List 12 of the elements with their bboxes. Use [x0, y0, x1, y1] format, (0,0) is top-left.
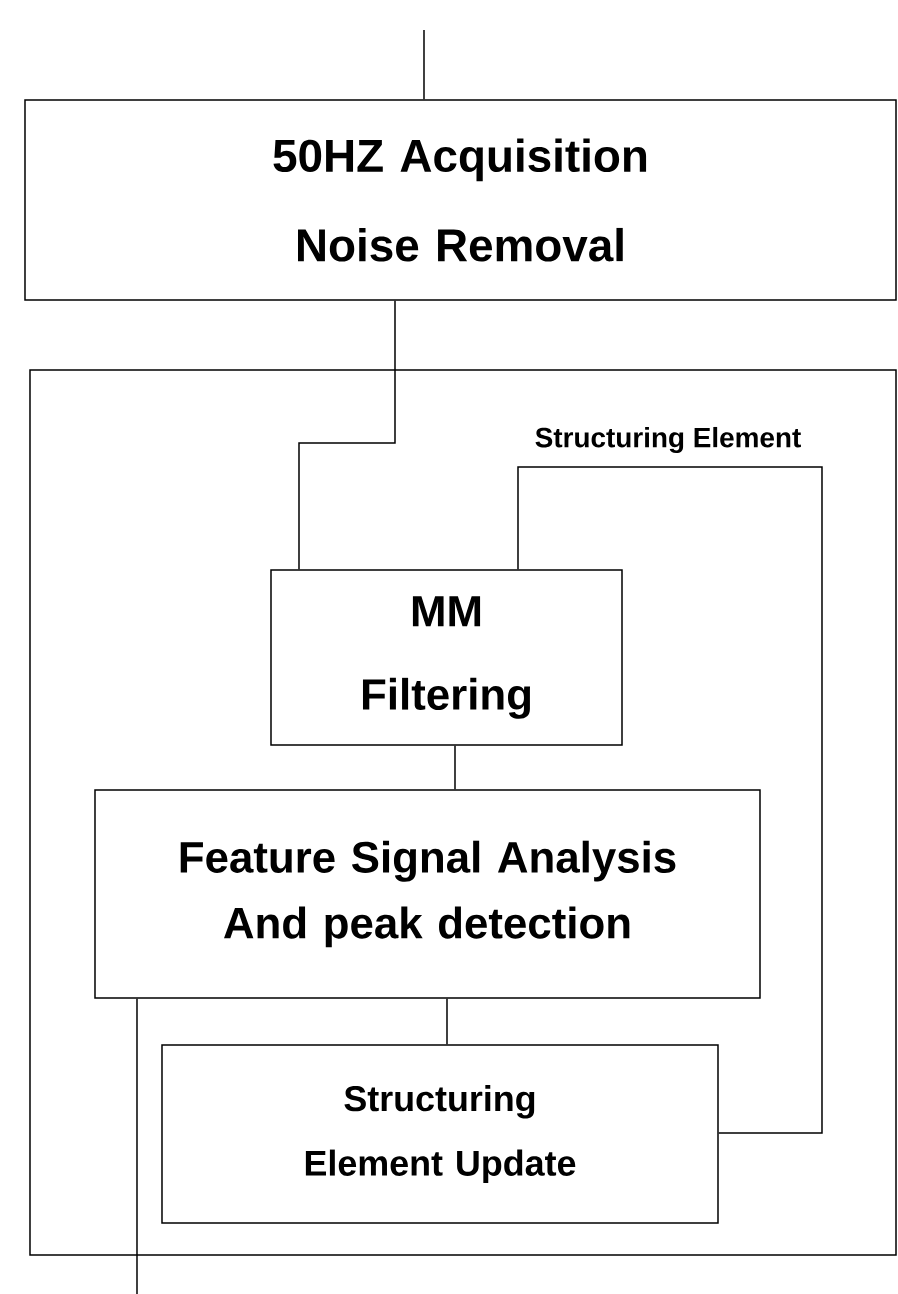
process-box: Structuring Element Update — [161, 1044, 719, 1224]
connector-line — [136, 998, 138, 1294]
connector-line — [446, 998, 448, 1045]
connector-line — [517, 466, 823, 1134]
process-box: Feature Signal Analysis And peak detection — [94, 789, 761, 999]
connector-line — [423, 29, 425, 100]
connector-line — [454, 745, 456, 790]
connector-line — [298, 300, 396, 570]
process-box: MM Filtering — [270, 569, 623, 746]
process-box: 50HZ Acquisition Noise Removal — [24, 99, 897, 301]
group-box — [29, 369, 897, 1256]
edge-label: Structuring Element — [532, 424, 804, 456]
